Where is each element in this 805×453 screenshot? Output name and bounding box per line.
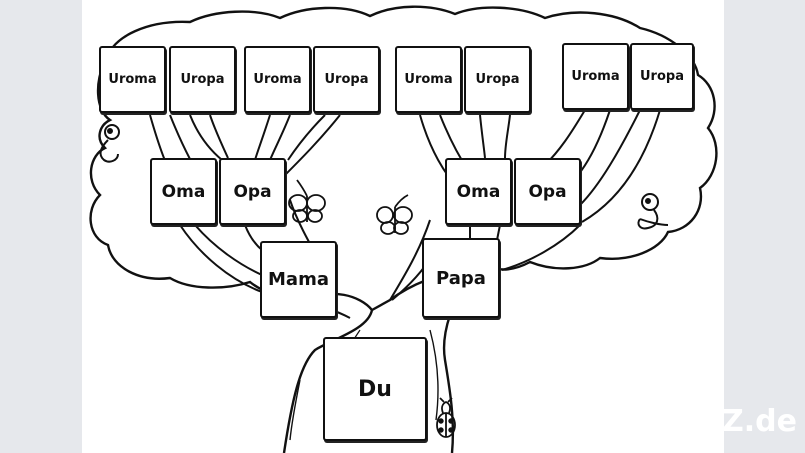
card-label: Uropa [324, 72, 369, 87]
great-grandparent-card: Uroma [244, 46, 311, 113]
great-grandparent-card: Uropa [313, 46, 380, 113]
worm-icon [637, 193, 669, 230]
tree-trunk-left [282, 309, 374, 453]
card-label: Opa [528, 181, 567, 202]
great-grandparent-card: Uropa [169, 46, 236, 113]
card-label: Opa [233, 181, 272, 202]
great-grandparent-card: Uropa [630, 43, 694, 110]
grandparent-card: Opa [514, 158, 581, 225]
left-margin [0, 0, 82, 453]
card-label: Uropa [475, 72, 520, 87]
great-grandparent-card: Uropa [464, 46, 531, 113]
card-label: Uropa [640, 69, 684, 84]
butterfly-icon [288, 179, 326, 223]
trunk-texture-2 [429, 329, 439, 421]
butterfly-icon [376, 194, 413, 235]
trunk-texture-1 [289, 379, 301, 441]
grandparent-card: Oma [150, 158, 217, 225]
ladybug-icon [436, 397, 456, 438]
card-label: Mama [268, 269, 329, 290]
grandparent-card: Oma [445, 158, 512, 225]
card-label: Uroma [571, 69, 620, 84]
card-label: Du [358, 376, 392, 402]
parent-card: Papa [422, 238, 500, 318]
tree-crown-outline [89, 5, 718, 312]
grandparent-card: Opa [219, 158, 286, 225]
card-label: Oma [161, 181, 206, 202]
great-grandparent-card: Uroma [562, 43, 629, 110]
card-label: Papa [436, 267, 486, 289]
great-grandparent-card: Uroma [395, 46, 462, 113]
right-margin [724, 0, 805, 453]
worm-icon [99, 124, 120, 163]
great-grandparent-card: Uroma [99, 46, 166, 113]
watermark-text: Z.de [722, 404, 797, 439]
self-card: Du [323, 337, 427, 441]
card-label: Uropa [180, 72, 225, 87]
card-label: Uroma [108, 72, 157, 87]
card-label: Uroma [404, 72, 453, 87]
card-label: Uroma [253, 72, 302, 87]
parent-card: Mama [260, 241, 337, 318]
card-label: Oma [456, 181, 501, 202]
